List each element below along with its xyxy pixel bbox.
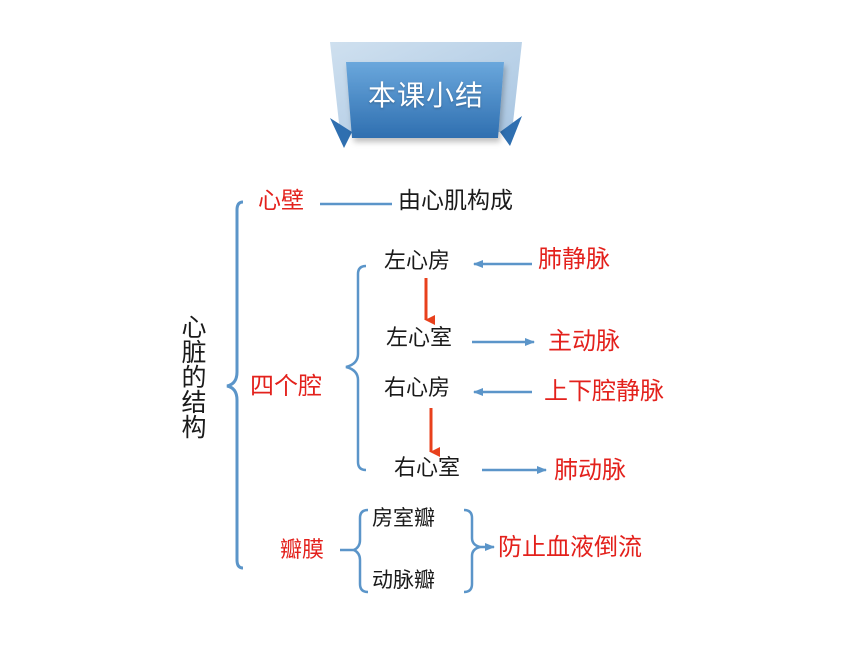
root-label: 心脏的结构 bbox=[178, 314, 207, 439]
valve-arterial: 动脉瓣 bbox=[372, 568, 435, 592]
wall-desc: 由心肌构成 bbox=[398, 188, 513, 214]
title-badge-corner-left bbox=[330, 118, 352, 148]
vessel-vena-cava: 上下腔静脉 bbox=[544, 377, 664, 405]
chambers-bracket bbox=[345, 264, 367, 472]
valve-function: 防止血液倒流 bbox=[498, 533, 642, 561]
title-badge-front-panel bbox=[346, 62, 504, 138]
title-badge bbox=[330, 42, 522, 148]
valves-label: 瓣膜 bbox=[280, 538, 325, 563]
page-title: 本课小结 bbox=[367, 79, 484, 112]
valve-atrioventricular: 房室瓣 bbox=[372, 506, 435, 530]
title-badge-corner-right bbox=[500, 116, 522, 146]
chambers-label: 四个腔 bbox=[250, 372, 322, 400]
valves-bracket-left bbox=[351, 508, 369, 594]
valves-bracket-right bbox=[463, 508, 481, 594]
vessel-pulmonary-artery: 肺动脉 bbox=[554, 456, 626, 484]
chamber-left-ventricle: 左心室 bbox=[386, 326, 453, 351]
chamber-right-atrium: 右心房 bbox=[384, 376, 451, 401]
vessel-pulmonary-vein: 肺静脉 bbox=[538, 245, 610, 273]
main-bracket bbox=[226, 200, 244, 570]
wall-label: 心壁 bbox=[258, 188, 304, 214]
chamber-left-atrium: 左心房 bbox=[384, 249, 451, 274]
chamber-right-ventricle: 右心室 bbox=[394, 456, 461, 481]
vessel-aorta: 主动脉 bbox=[548, 327, 620, 355]
